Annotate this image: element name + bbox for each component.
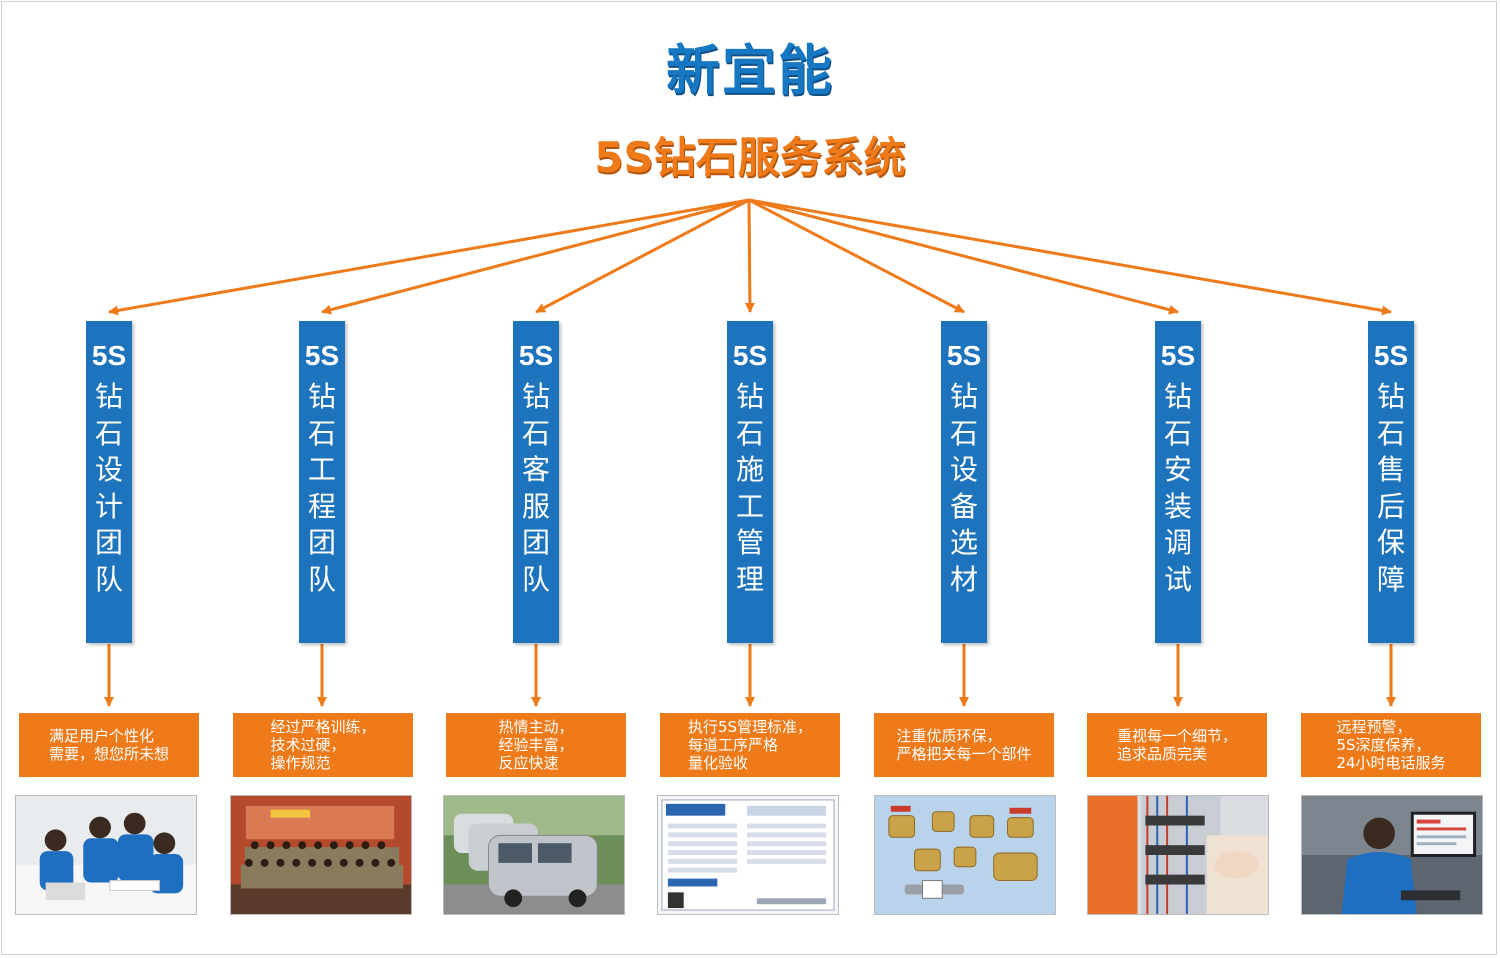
column-code: 5S — [91, 340, 127, 371]
system-subtitle: 5S钻石服务系统 — [594, 133, 906, 182]
column-bar-equipment: 5S 钻石设备选材 — [941, 321, 987, 643]
column-title: 钻石客服团队 — [521, 380, 550, 596]
column-bar-construction: 5S 钻石施工管理 — [727, 321, 773, 643]
column-bar-aftersales: 5S 钻石售后保障 — [1368, 321, 1414, 643]
column-desc-service: 热情主动， 经验丰富， 反应快速 — [446, 713, 626, 777]
engineering-team-photo-icon — [230, 795, 412, 915]
column-code: 5S — [732, 340, 768, 371]
column-code: 5S — [304, 340, 340, 371]
column-bar-engineering: 5S 钻石工程团队 — [299, 321, 345, 643]
remote-monitoring-photo-icon — [1301, 795, 1483, 915]
column-desc-design: 满足用户个性化 需要，想您所未想 — [19, 713, 199, 777]
column-desc-engineering: 经过严格训练， 技术过硬， 操作规范 — [233, 713, 413, 777]
column-desc-equipment: 注重优质环保， 严格把关每一个部件 — [874, 713, 1054, 777]
fan-arrow-2 — [535, 198, 750, 314]
fan-arrow-0 — [108, 198, 750, 316]
column-title: 钻石安装调试 — [1163, 380, 1192, 596]
column-title: 钻石工程团队 — [307, 380, 336, 596]
column-desc-construction: 执行5S管理标准， 每道工序严格 量化验收 — [660, 713, 840, 777]
fan-arrow-6 — [748, 198, 1392, 316]
column-code: 5S — [1160, 340, 1196, 371]
column-title: 钻石售后保障 — [1376, 380, 1405, 596]
fan-arrow-4 — [748, 198, 965, 314]
column-desc-installation: 重视每一个细节， 追求品质完美 — [1087, 713, 1267, 777]
column-code: 5S — [946, 340, 982, 371]
column-title: 钻石施工管理 — [735, 380, 764, 596]
service-vans-photo-icon — [443, 795, 625, 915]
column-code: 5S — [1373, 340, 1409, 371]
brass-valves-photo-icon — [874, 795, 1056, 915]
wiring-panel-photo-icon — [1087, 795, 1269, 915]
column-desc-aftersales: 远程预警， 5S深度保养， 24小时电话服务 — [1301, 713, 1481, 777]
column-title: 钻石设备选材 — [949, 380, 978, 596]
column-bar-installation: 5S 钻石安装调试 — [1155, 321, 1201, 643]
design-team-photo-icon — [15, 795, 197, 915]
fan-arrow-3 — [744, 199, 755, 313]
column-bar-design: 5S 钻石设计团队 — [86, 321, 132, 643]
fan-arrow-1 — [321, 198, 750, 315]
brand-title: 新宜能 — [666, 39, 834, 102]
fan-arrow-5 — [748, 198, 1179, 315]
column-bar-service: 5S 钻石客服团队 — [513, 321, 559, 643]
construction-card-photo-icon — [657, 795, 839, 915]
column-title: 钻石设计团队 — [94, 380, 123, 596]
column-code: 5S — [518, 340, 554, 371]
